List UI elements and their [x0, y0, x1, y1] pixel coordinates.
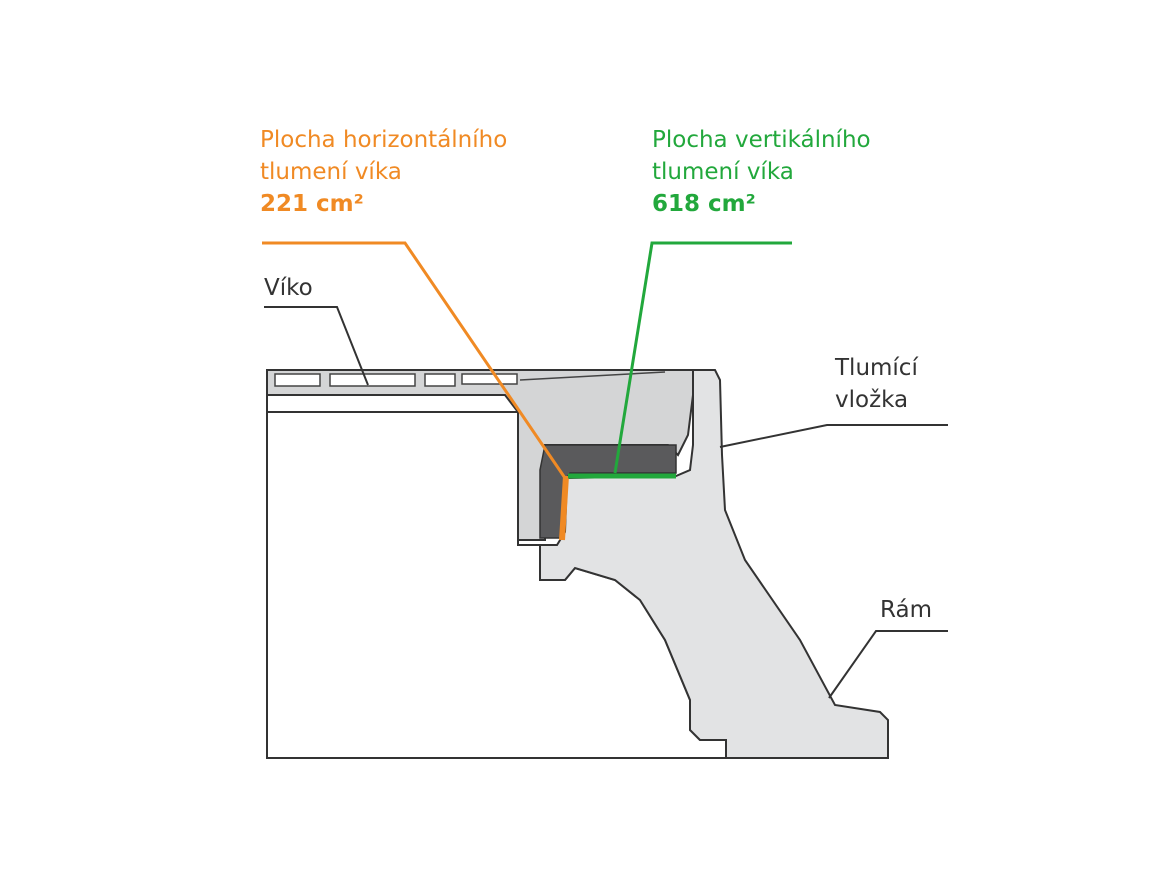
horizontal-leader-line	[262, 241, 567, 479]
horizontal-area-line1: Plocha horizontálního	[260, 127, 508, 153]
insert-label-line1: Tlumící	[835, 355, 918, 381]
insert-label-line2: vložka	[835, 387, 909, 413]
horizontal-damping-surface	[559, 475, 569, 541]
frame-label-text: Rám	[880, 597, 932, 623]
lid-label-text: Víko	[264, 275, 313, 301]
vertical-area-line1: Plocha vertikálního	[652, 127, 871, 153]
lid-leader-line	[264, 306, 369, 386]
insert-label: Tlumící vložka	[835, 352, 918, 416]
vertical-area-line2: tlumení víka	[652, 159, 794, 185]
vertical-area-value: 618 cm²	[652, 191, 756, 217]
frame-label: Rám	[880, 594, 932, 626]
horizontal-area-line2: tlumení víka	[260, 159, 402, 185]
frame-leader-line	[828, 630, 948, 699]
vertical-leader-line	[613, 241, 792, 474]
lid-top-details	[274, 371, 666, 387]
lid-label: Víko	[264, 272, 313, 304]
insert-leader-line	[719, 424, 948, 448]
vertical-area-label: Plocha vertikálního tlumení víka 618 cm²	[652, 124, 871, 220]
horizontal-area-label: Plocha horizontálního tlumení víka 221 c…	[260, 124, 507, 220]
horizontal-area-value: 221 cm²	[260, 191, 364, 217]
